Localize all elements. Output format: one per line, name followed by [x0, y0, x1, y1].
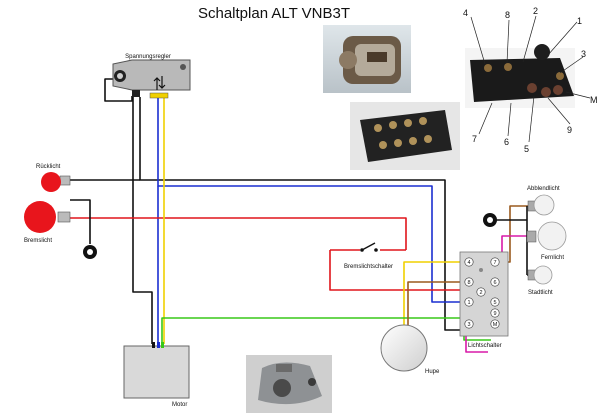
motor: [123, 342, 190, 399]
city-light-lamp: [527, 265, 553, 285]
terminal-m: M: [490, 319, 500, 329]
terminal-2: 2: [476, 287, 486, 297]
svg-text:5: 5: [493, 300, 496, 306]
callout-9: 9: [567, 125, 572, 135]
high-beam-label: Fernlicht: [541, 255, 564, 261]
svg-text:9: 9: [493, 311, 496, 317]
svg-text:M: M: [493, 322, 498, 328]
light-switch-block: 4 7 6 8 2 1 5 9 3 M: [459, 251, 509, 337]
horn-label: Hupe: [425, 369, 440, 375]
ground-symbol-brake: [83, 245, 97, 259]
labeled-switch-photo: [465, 44, 575, 108]
terminal-4: 4: [464, 257, 474, 267]
horn: [380, 324, 428, 372]
svg-text:4: 4: [467, 260, 470, 266]
ground-symbol-lamps: [483, 213, 497, 227]
callout-2: 2: [533, 6, 538, 16]
brake-light-label: Bremslicht: [24, 238, 52, 244]
brake-switch-label: Bremslichtschalter: [344, 264, 393, 270]
callout-1: 1: [577, 16, 582, 26]
svg-text:1: 1: [467, 300, 470, 306]
city-light-label: Stadtlicht: [528, 290, 553, 296]
callout-5: 5: [524, 144, 529, 154]
terminal-7: 7: [490, 257, 500, 267]
terminal-8: 8: [464, 277, 474, 287]
callout-6: 6: [504, 137, 509, 147]
tail-light-label: Rücklicht: [36, 164, 61, 170]
low-beam-lamp: [527, 194, 555, 216]
regulator-label: Spannungsregler: [125, 54, 171, 60]
terminal-9: 9: [490, 308, 500, 318]
svg-text:3: 3: [467, 322, 470, 328]
svg-text:6: 6: [493, 280, 496, 286]
terminal-block-photo: [350, 102, 460, 170]
svg-text:8: 8: [467, 280, 470, 286]
terminal-1: 1: [464, 297, 474, 307]
callout-8: 8: [505, 10, 510, 20]
callout-7: 7: [472, 134, 477, 144]
diagram-title: Schaltplan ALT VNB3T: [198, 5, 350, 22]
callout-4: 4: [463, 8, 468, 18]
svg-text:7: 7: [493, 260, 496, 266]
tail-light: [41, 172, 71, 192]
brake-light-switch: [330, 242, 378, 252]
switch-housing-photo: [323, 25, 411, 93]
motor-label: Motor: [172, 402, 187, 408]
voltage-regulator: [112, 59, 191, 99]
high-beam-lamp: [526, 221, 567, 251]
callout-m: M: [590, 95, 598, 105]
terminal-5: 5: [490, 297, 500, 307]
brake-light: [24, 201, 71, 233]
callout-3: 3: [581, 49, 586, 59]
motor-part-photo: [246, 355, 332, 413]
svg-text:2: 2: [479, 290, 482, 296]
low-beam-label: Abblendlicht: [527, 186, 560, 192]
light-switch-label: Lichtschalter: [468, 343, 502, 349]
terminal-3: 3: [464, 319, 474, 329]
terminal-6: 6: [490, 277, 500, 287]
